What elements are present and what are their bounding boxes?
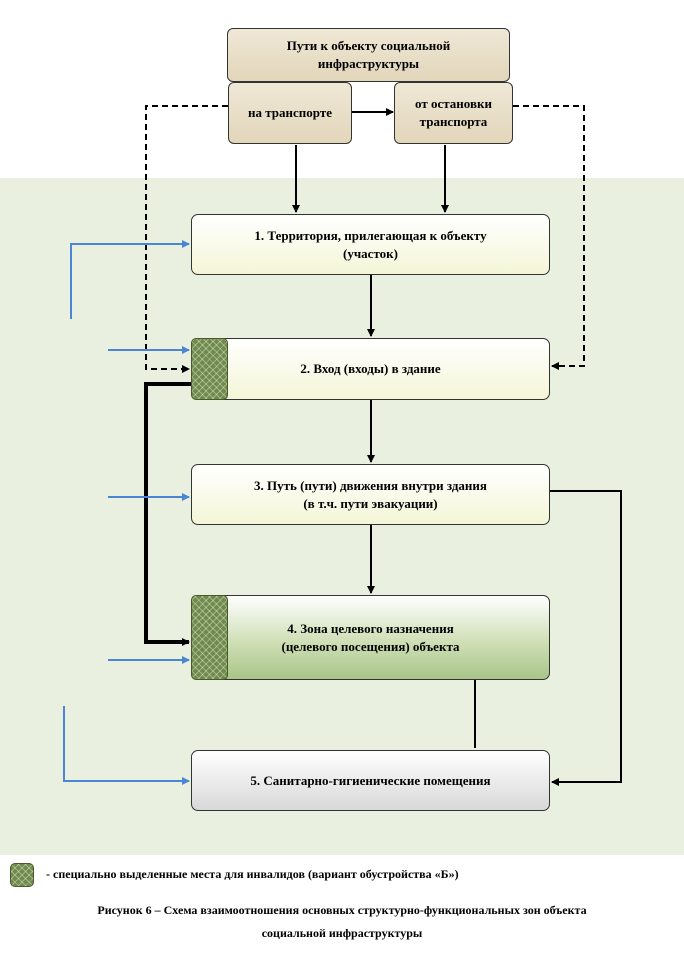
dashed-arrow-left [145, 105, 228, 373]
box-by-transport: на транспорте [228, 82, 352, 144]
dashed-arrow-right [513, 105, 585, 370]
zone-4-target-zone: 4. Зона целевого назначения (целевого по… [191, 595, 550, 680]
zone-2-entrance: 2. Вход (входы) в здание [191, 338, 550, 400]
arrow-entrance-to-zone4 [144, 382, 192, 646]
zone-5-sanitary-rooms: 5. Санитарно-гигиенические помещения [191, 750, 550, 811]
figure-caption: Рисунок 6 – Схема взаимоотношения основн… [97, 903, 587, 940]
zone-3-internal-paths: 3. Путь (пути) движения внутри здания (в… [191, 464, 550, 525]
arrow-zone3-to-zone5 [550, 490, 622, 786]
legend-text: - специально выделенные места для инвали… [46, 867, 459, 881]
zone-1-territory: 1. Территория, прилегающая к объекту (уч… [191, 214, 550, 275]
blue-arrow-zone5 [63, 706, 190, 785]
hatch-marker-zone2 [191, 338, 228, 400]
box-from-stop: от остановки транспорта [394, 82, 513, 144]
blue-arrow-zone1 [70, 240, 190, 319]
hatch-marker-zone4 [191, 595, 228, 680]
legend-hatch-swatch [10, 863, 34, 887]
box-paths-to-object: Пути к объекту социальной инфраструктуры [227, 28, 510, 82]
